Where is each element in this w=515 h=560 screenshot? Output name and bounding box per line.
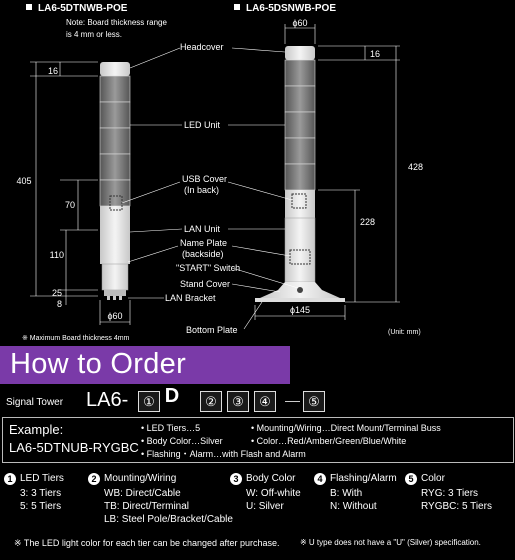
- dim-16-left: 16: [48, 66, 58, 76]
- option-line: TB: Direct/Terminal: [104, 501, 190, 512]
- example-label: Example:: [9, 422, 64, 437]
- label-bottom-plate: Bottom Plate: [186, 325, 238, 335]
- code-box-2: ②: [200, 391, 222, 412]
- title-bullet-left: [26, 4, 32, 10]
- left-model-title: LA6-5DTNWB-POE: [38, 3, 128, 14]
- label-led-unit: LED Unit: [184, 120, 221, 130]
- option-line: 5: 5 Tiers: [20, 501, 62, 512]
- dim-25: 25: [52, 288, 62, 298]
- signal-tower-label: Signal Tower: [6, 397, 64, 408]
- code-fixed-d: D: [164, 385, 180, 407]
- code-dash: [285, 401, 300, 402]
- board-note-line2: is 4 mm or less.: [66, 30, 122, 39]
- option-title: Body Color: [246, 473, 296, 484]
- dim-110: 110: [50, 250, 64, 260]
- dim-16-right: 16: [370, 49, 380, 59]
- dim-70: 70: [65, 200, 75, 210]
- code-box-1: ①: [138, 391, 160, 412]
- option-line: N: Without: [330, 501, 377, 512]
- how-to-order-title: How to Order: [10, 348, 187, 380]
- option-title: Flashing/Alarm: [330, 473, 397, 484]
- label-usb-cover: USB Cover: [182, 174, 227, 184]
- right-model-title: LA6-5DSNWB-POE: [246, 3, 336, 14]
- dim-phi145: ϕ145: [290, 305, 310, 315]
- title-bullet-right: [234, 4, 240, 10]
- right-headcover: [285, 46, 315, 60]
- max-board-note: ※ Maximum Board thickness 4mm: [22, 335, 130, 342]
- unit-label: (Unit: mm): [388, 329, 421, 336]
- option-number-badge: 4: [314, 472, 326, 485]
- option-title: LED Tiers: [20, 473, 64, 484]
- option-line: WB: Direct/Cable: [104, 488, 181, 499]
- option-line: B: With: [330, 488, 363, 499]
- option-line: W: Off-white: [246, 488, 301, 499]
- option-number-badge: 2: [88, 472, 100, 485]
- dim-228: 228: [360, 217, 375, 227]
- option-mounting-wiring: 2 Mounting/Wiring WB: Direct/Cable TB: Di…: [88, 472, 233, 526]
- code-box-4: ④: [254, 391, 276, 412]
- option-title: Mounting/Wiring: [104, 473, 177, 484]
- option-line: LB: Steel Pole/Bracket/Cable: [104, 514, 233, 525]
- label-lan-bracket: LAN Bracket: [165, 293, 216, 303]
- example-item: • Color…Red/Amber/Green/Blue/White: [251, 436, 407, 446]
- option-led-tiers: 1 LED Tiers 3: 3 Tiers 5: 5 Tiers: [4, 472, 64, 513]
- left-tower: [99, 62, 131, 300]
- option-body-color: 3 Body Color W: Off-white U: Silver: [230, 472, 301, 513]
- label-start-switch: "START" Switch: [176, 263, 240, 273]
- left-lan-unit: [100, 206, 130, 264]
- code-box-3: ③: [227, 391, 249, 412]
- example-item: • LED Tiers…5: [141, 423, 201, 433]
- footnote-u-type: ※ U type does not have a "U" (Silver) sp…: [300, 538, 481, 547]
- label-lan-unit: LAN Unit: [184, 224, 221, 234]
- dim-phi60-left: ϕ60: [107, 311, 122, 321]
- board-note-line1: Note: Board thickness range: [66, 18, 167, 27]
- option-flashing-alarm: 4 Flashing/Alarm B: With N: Without: [314, 472, 397, 513]
- option-number-badge: 3: [230, 472, 242, 485]
- how-to-order-banner: How to Order: [0, 346, 290, 384]
- label-stand-cover: Stand Cover: [180, 279, 230, 289]
- option-number-badge: 1: [4, 472, 16, 485]
- dim-phi60-right: ϕ60: [292, 18, 307, 28]
- dim-428: 428: [408, 162, 423, 172]
- option-number-badge: 5: [405, 472, 417, 485]
- example-item: • Body Color…Silver: [141, 436, 223, 446]
- example-items-left: • LED Tiers…5 • Body Color…Silver • Flas…: [141, 422, 306, 461]
- model-prefix: LA6-: [86, 389, 129, 411]
- example-box: Example: LA6-5DTNUB-RYGBC • LED Tiers…5 …: [2, 417, 514, 463]
- name-plate: [289, 249, 311, 265]
- label-headcover: Headcover: [180, 42, 224, 52]
- code-box-5: ⑤: [303, 391, 325, 412]
- dimension-diagram: LA6-5DTNWB-POE LA6-5DSNWB-POE Note: Boar…: [16, 3, 423, 342]
- right-tower: [255, 46, 345, 302]
- option-title: Color: [421, 473, 445, 484]
- bottom-plate: [255, 298, 345, 302]
- example-item: • Mounting/Wiring…Direct Mount/Terminal …: [251, 423, 441, 433]
- example-items-right: • Mounting/Wiring…Direct Mount/Terminal …: [251, 422, 441, 448]
- dim-405: 405: [16, 176, 31, 186]
- example-item: • Flashing・Alarm…with Flash and Alarm: [141, 449, 306, 459]
- left-headcover: [100, 62, 130, 76]
- example-code: LA6-5DTNUB-RYGBC: [9, 440, 139, 455]
- option-line: RYGBC: 5 Tiers: [421, 501, 492, 512]
- start-switch: [297, 287, 303, 293]
- option-line: RYG: 3 Tiers: [421, 488, 479, 499]
- option-line: U: Silver: [246, 501, 284, 512]
- footnote-led-color: ※ The LED light color for each tier can …: [14, 538, 280, 548]
- label-name-plate: Name Plate: [180, 238, 227, 248]
- option-color: 5 Color RYG: 3 Tiers RYGBC: 5 Tiers: [405, 472, 492, 513]
- option-line: 3: 3 Tiers: [20, 488, 62, 499]
- dim-8: 8: [57, 299, 62, 309]
- label-usb-in-back: (In back): [184, 185, 219, 195]
- label-name-backside: (backside): [182, 249, 224, 259]
